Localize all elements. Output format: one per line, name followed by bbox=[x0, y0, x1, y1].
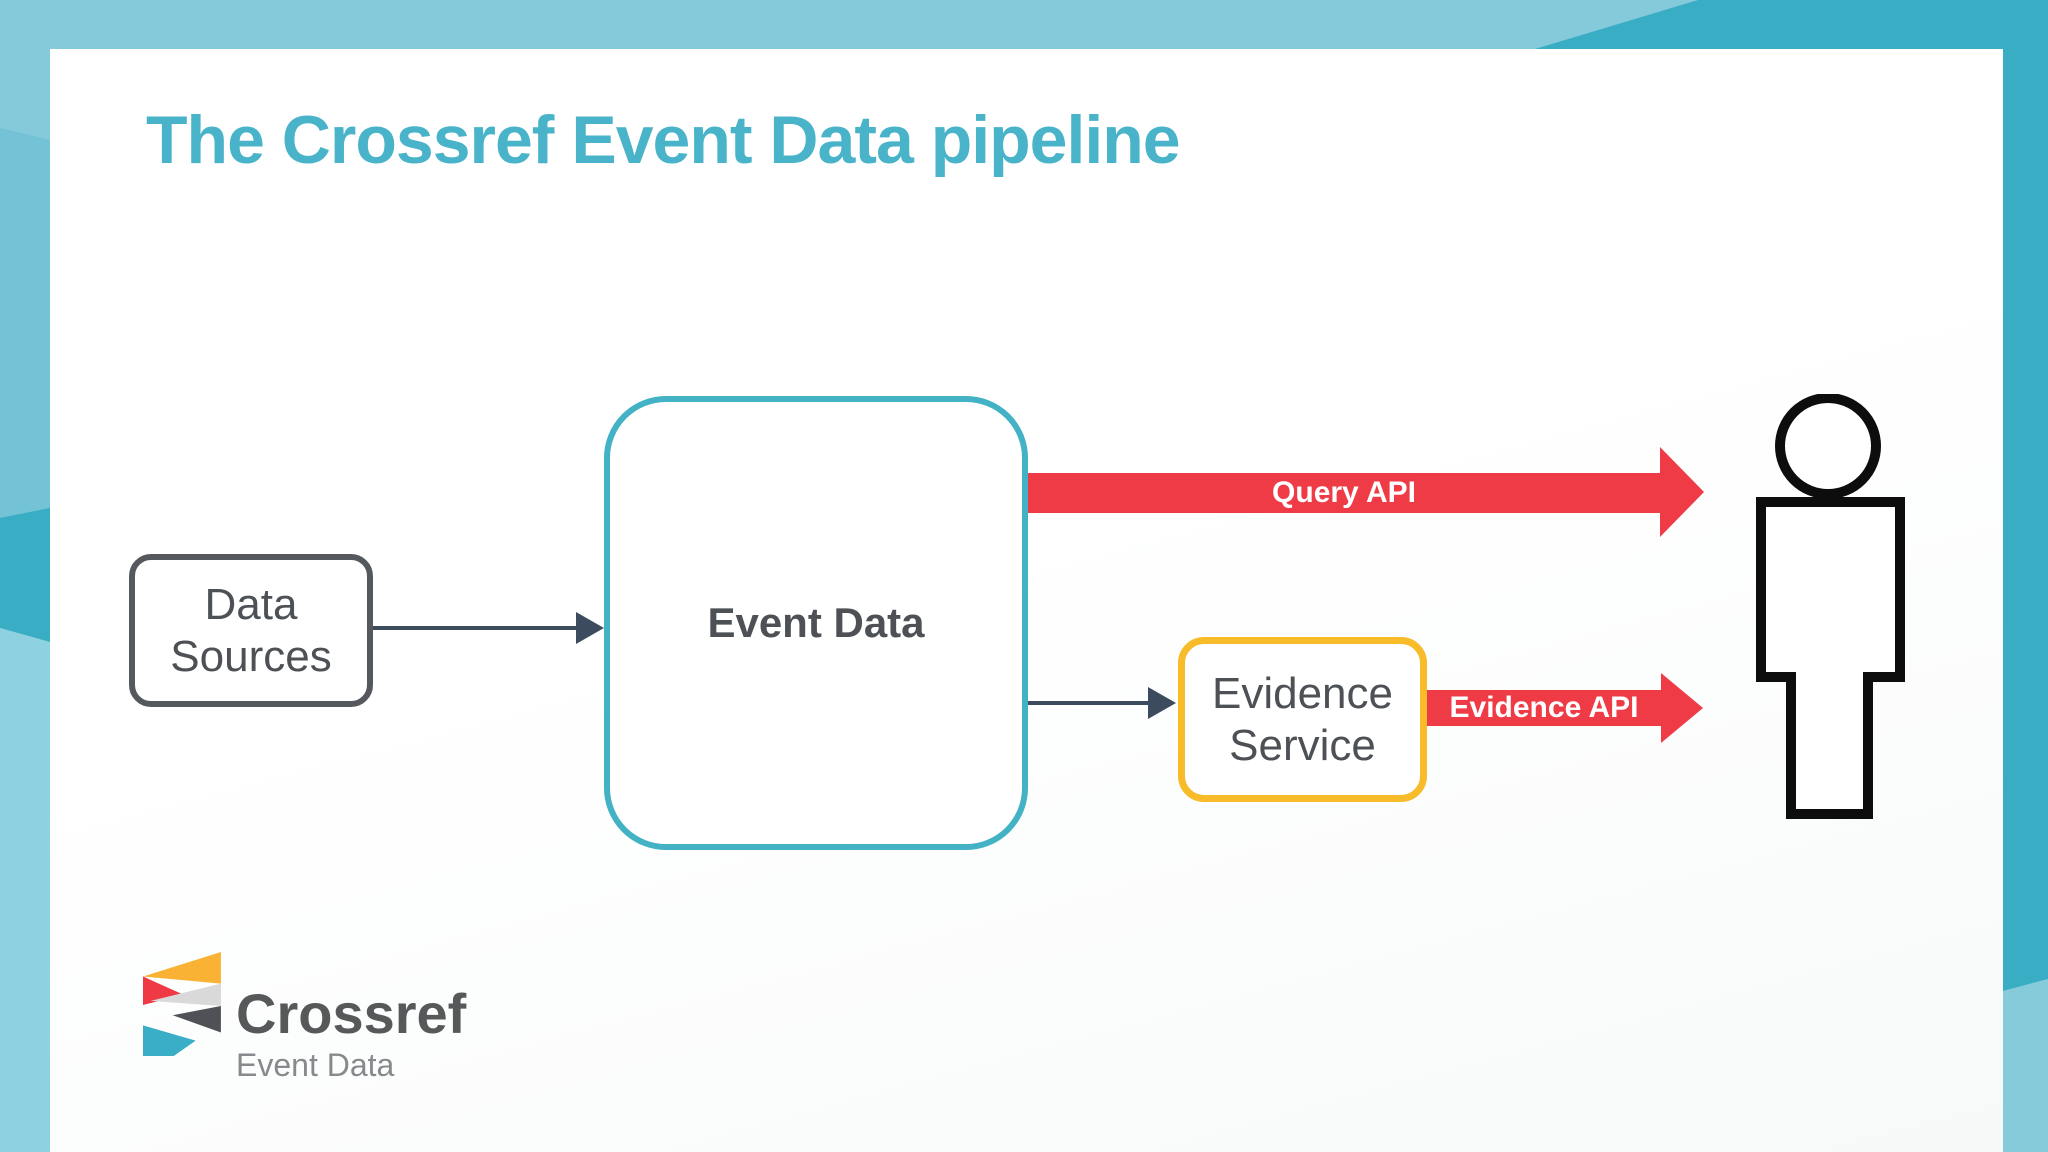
connector-event-data-to-evidence-service bbox=[1028, 701, 1148, 705]
node-label-line: Evidence bbox=[1211, 668, 1393, 718]
node-event-data-label: Event Data bbox=[707, 599, 925, 646]
background-shape-left-dark bbox=[0, 508, 50, 642]
node-evidence-service: Evidence Service bbox=[1178, 637, 1427, 802]
crossref-logo-brand-text: Crossref bbox=[236, 982, 467, 1045]
node-event-data: Event Data bbox=[604, 396, 1028, 850]
node-label-line: Sources bbox=[170, 631, 332, 681]
person-icon bbox=[1756, 394, 1905, 819]
connector-arrowhead-icon bbox=[1148, 687, 1176, 719]
node-data-sources-label: Data Sources bbox=[170, 579, 331, 683]
background-shape-left-mid bbox=[0, 128, 50, 518]
node-label-line: Service bbox=[1229, 720, 1376, 770]
background-shape-right-light bbox=[2003, 979, 2048, 1152]
evidence-api-label: Evidence API bbox=[1449, 691, 1639, 724]
connector-arrowhead-icon bbox=[576, 612, 604, 644]
connector-data-sources-to-event-data bbox=[373, 626, 576, 630]
background-shape-top-right bbox=[1535, 0, 2048, 49]
node-data-sources: Data Sources bbox=[129, 554, 373, 707]
background-shape-left-light bbox=[0, 628, 50, 1152]
crossref-logo: Crossref Event Data bbox=[143, 952, 563, 1152]
slide-title: The Crossref Event Data pipeline bbox=[146, 102, 1181, 178]
query-api-label: Query API bbox=[1272, 476, 1416, 509]
slide-canvas: The Crossref Event Data pipeline Query A… bbox=[50, 49, 2003, 1152]
crossref-logo-mark-icon bbox=[143, 952, 221, 1056]
background-shape-right-dark bbox=[2003, 0, 2048, 991]
crossref-logo-product-text: Event Data bbox=[236, 1047, 395, 1083]
node-label-line: Data bbox=[204, 579, 298, 629]
query-api-arrowhead-icon bbox=[1660, 447, 1704, 537]
evidence-api-arrowhead-icon bbox=[1661, 673, 1703, 743]
query-api-arrow: Query API bbox=[1028, 473, 1660, 513]
evidence-api-arrow: Evidence API bbox=[1427, 690, 1661, 726]
node-evidence-service-label: Evidence Service bbox=[1212, 668, 1393, 772]
